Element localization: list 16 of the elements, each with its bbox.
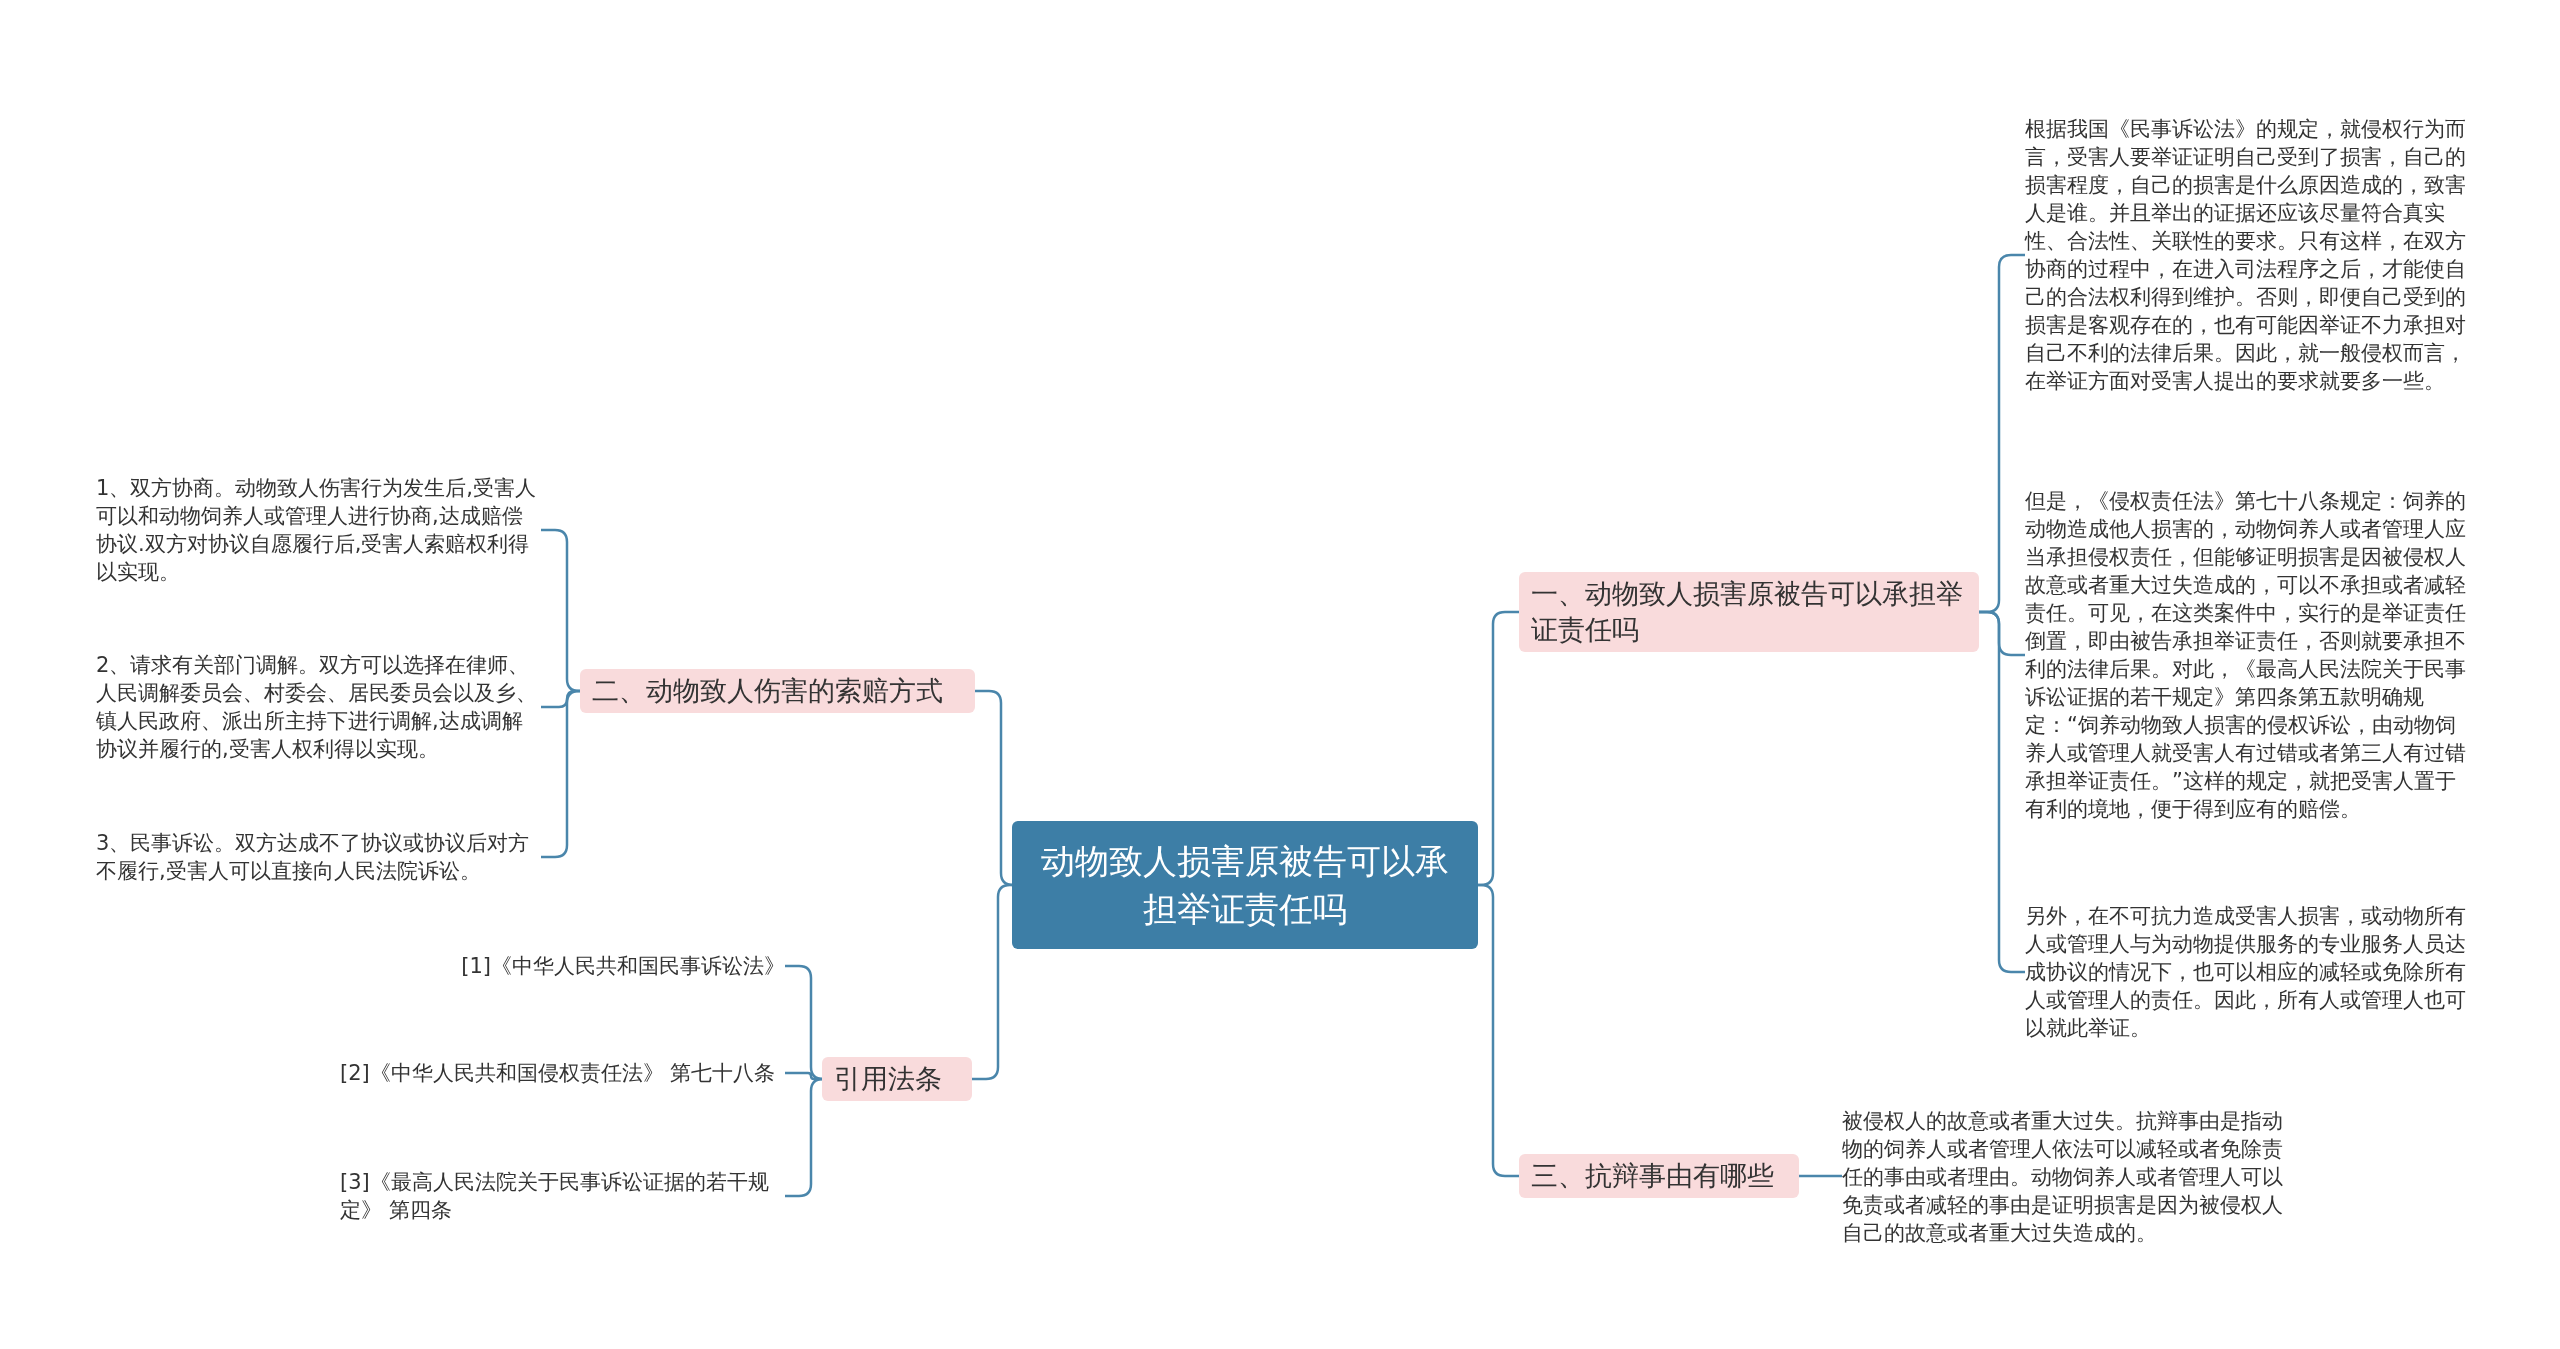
topic-box: 二、动物致人伤害的索赔方式 (580, 669, 975, 713)
central-topic: 动物致人损害原被告可以承担举证责任吗 (1012, 821, 1478, 949)
topic-text: 被侵权人的故意或者重大过失。抗辩事由是指动物的饲养人或者管理人依法可以减轻或者免除责任的事由或者理由。动物饲养人或者管理人可以免责或者减轻的事由是证明损害是因为被侵权人自己的故意或者重大过失造成的。 (1842, 1107, 2292, 1247)
topic-text: [2]《中华人民共和国侵权责任法》 第七十八条 (340, 1059, 785, 1087)
topic-text: 1、双方协商。动物致人伤害行为发生后,受害人可以和动物饲养人或管理人进行协商,达成赔偿协议.双方对协议自愿履行后,受害人索赔权利得以实现。 (96, 474, 541, 586)
connector-line (1799, 1174, 1842, 1178)
topic-box: 三、抗辩事由有哪些 (1519, 1154, 1799, 1198)
topic-text: 根据我国《民事诉讼法》的规定，就侵权行为而言，受害人要举证证明自己受到了损害，自己的损害程度，自己的损害是什么原因造成的，致害人是谁。并且举出的证据还应该尽量符合真实性、合法性、关联性的要求。只有这样，在双方协商的过程中，在进入司法程序之后，才能使自己的合法权利得到维护。否则，即便自己受到的损害是客观存在的，也有可能因举证不力承担对自己不利的法律后果。因此，就一般侵权而言，在举证方面对受害人提出的要求就要多一些。 (2025, 115, 2475, 395)
topic-text: 但是，《侵权责任法》第七十八条规定：饲养的动物造成他人损害的，动物饲养人或者管理人应当承担侵权责任，但能够证明损害是因被侵权人故意或者重大过失造成的，可以不承担或者减轻责任。可见，在这类案件中，实行的是举证责任倒置，即由被告承担举证责任，否则就要承担不利的法律后果。对此，《最高人民法院关于民事诉讼证据的若干规定》第四条第五款明确规定：“饲养动物致人损害的侵权诉讼，由动物饲养人或管理人就受害人有过错或者第三人有过错承担举证责任。”这样的规定，就把受害人置于有利的境地，便于得到应有的赔偿。 (2025, 487, 2475, 823)
topic-text: 2、请求有关部门调解。双方可以选择在律师、人民调解委员会、村委会、居民委员会以及乡、镇人民政府、派出所主持下进行调解,达成调解协议并履行的,受害人权利得以实现。 (96, 651, 541, 763)
topic-text: 另外，在不可抗力造成受害人损害，或动物所有人或管理人与为动物提供服务的专业服务人员达成协议的情况下，也可以相应的减轻或免除所有人或管理人的责任。因此，所有人或管理人也可以就此举证。 (2025, 902, 2475, 1042)
topic-box: 一、动物致人损害原被告可以承担举证责任吗 (1519, 572, 1979, 652)
topic-text: [1]《中华人民共和国民事诉讼法》 (340, 952, 785, 980)
topic-text: 3、民事诉讼。双方达成不了协议或协议后对方不履行,受害人可以直接向人民法院诉讼。 (96, 829, 541, 885)
topic-text: [3]《最高人民法院关于民事诉讼证据的若干规定》 第四条 (340, 1168, 785, 1224)
topic-box: 引用法条 (822, 1057, 972, 1101)
